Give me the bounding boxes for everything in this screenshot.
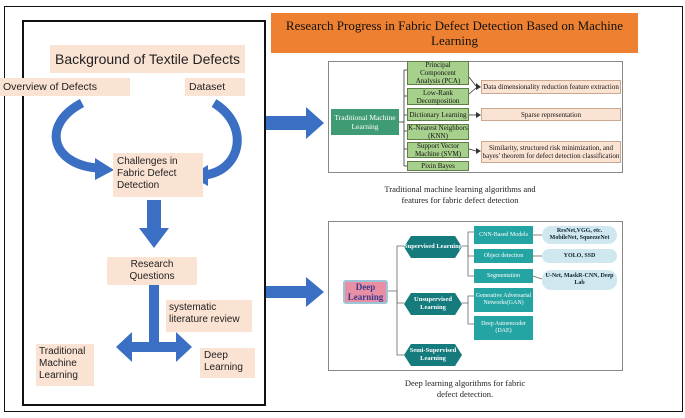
outer-frame [4, 6, 683, 412]
branch-semi-supervised-text: Semi-Supervised Learning [409, 347, 457, 362]
arrow-to-deep [266, 277, 324, 307]
slr-box: systematic literature review [166, 300, 252, 332]
deep-learning-box: Deep Learning [200, 348, 255, 378]
curved-arrow-left-head [95, 158, 114, 180]
background-header: Background of Textile Defects [50, 45, 245, 73]
split-arrow-bar [130, 342, 178, 352]
traditional-caption-text: Traditional machine learning algorithms … [384, 184, 536, 205]
method-bayes-text: Pixin Bayes [421, 162, 455, 170]
method-pca: Principal Componcent Analysis (PCA) [407, 61, 469, 85]
overview-text: Overview of Defects [3, 81, 97, 93]
overview-box: Overview of Defects [0, 78, 130, 96]
method-segmentation: Segmentation [474, 269, 533, 283]
deep-learning-text: Deep Learning [204, 350, 243, 373]
method-dae: Deep Autoencoder (DAE) [474, 316, 533, 340]
page-title: Research Progress in Fabric Defect Detec… [285, 18, 624, 48]
deep-caption-text: Deep learning algorithms for fabric defe… [404, 378, 526, 399]
method-segmentation-text: Segmentation [487, 272, 520, 279]
method-dictionary: Dictionary Learning [407, 108, 469, 121]
method-object-detection: Object detection [474, 249, 533, 263]
feature-sparse: Sparse representation [481, 108, 621, 121]
branch-supervised-text: Supervised Learning [404, 243, 462, 250]
example-detection-text: YOLO, SSD [563, 252, 596, 259]
challenges-box: Challenges in Fabric Defect Detection [113, 153, 203, 197]
traditional-root-text: Traditional Machine Learning [334, 113, 396, 131]
research-questions-text: Research Questions [129, 259, 175, 282]
deep-caption: Deep learning algorithms for fabric defe… [400, 378, 530, 400]
method-knn-text: K-Nearest Neighbors (KNN) [408, 124, 468, 140]
left-panel [22, 20, 266, 406]
split-arrow-shaft [149, 284, 159, 344]
title-banner: Research Progress in Fabric Defect Detec… [271, 13, 638, 53]
research-questions-box: Research Questions [107, 257, 197, 285]
method-dae-text: Deep Autoencoder (DAE) [481, 321, 526, 334]
split-arrow-right-head [176, 332, 192, 362]
method-svm: Support Vector Machine (SVM) [407, 142, 469, 158]
example-segmentation-text: U-Net, MaskR-CNN, Deep Lab [545, 273, 614, 286]
method-object-detection-text: Object detection [483, 252, 524, 259]
feature-dimensionality: Data dimensionality reduction feature ex… [481, 80, 621, 94]
challenges-text: Challenges in Fabric Defect Detection [117, 156, 178, 191]
feature-sparse-text: Sparse representation [520, 110, 582, 119]
method-gan-text: Generative Adversarial Networks(GAN) [475, 293, 532, 306]
curved-arrow-left [51, 99, 99, 173]
feature-dimensionality-text: Data dimensionality reduction feature ex… [483, 83, 619, 91]
split-arrow-left-head [116, 332, 132, 362]
deep-root: Deep Learning [343, 280, 388, 304]
traditional-ml-box: Traditional Machine Learning [36, 344, 94, 386]
curved-arrow-right [204, 99, 242, 180]
down-arrow-head [139, 228, 169, 248]
example-cnn: ResNet,VGG, etc. MobileNet, SqueezeNet [542, 226, 617, 244]
method-knn: K-Nearest Neighbors (KNN) [407, 124, 469, 140]
method-gan: Generative Adversarial Networks(GAN) [474, 288, 533, 312]
method-pca-text: Principal Componcent Analysis (PCA) [415, 61, 461, 85]
example-segmentation: U-Net, MaskR-CNN, Deep Lab [542, 270, 617, 290]
method-cnn: CNN-Based Models [474, 226, 533, 244]
branch-supervised: Supervised Learning [404, 236, 462, 258]
arrow-to-traditional [266, 107, 324, 139]
method-low-rank-text: Low-Rank Decomposition [416, 88, 460, 105]
deep-diagram [328, 221, 623, 371]
traditional-diagram [328, 61, 623, 173]
deep-root-text: Deep Learning [347, 282, 384, 302]
method-cnn-text: CNN-Based Models [479, 231, 528, 238]
branch-unsupervised: Unsupervised Learning [404, 293, 462, 315]
feature-classification: Similarity, structured risk minimization… [481, 141, 621, 163]
slr-text: systematic literature review [169, 302, 240, 325]
dataset-text: Dataset [189, 81, 226, 93]
traditional-root: Traditional Machine Learning [331, 109, 399, 135]
method-bayes: Pixin Bayes [407, 161, 469, 171]
example-cnn-text: ResNet,VGG, etc. MobileNet, SqueezeNet [549, 228, 610, 241]
example-detection: YOLO, SSD [542, 249, 617, 263]
traditional-ml-text: Traditional Machine Learning [39, 346, 86, 381]
feature-classification-text: Similarity, structured risk minimization… [482, 144, 620, 160]
branch-semi-supervised: Semi-Supervised Learning [404, 344, 462, 366]
method-svm-text: Support Vector Machine (SVM) [414, 142, 462, 158]
down-arrow-shaft [147, 200, 161, 228]
method-dictionary-text: Dictionary Learning [409, 110, 467, 119]
traditional-caption: Traditional machine learning algorithms … [370, 184, 550, 206]
background-header-text: Background of Textile Defects [55, 51, 240, 67]
method-low-rank: Low-Rank Decomposition [407, 88, 469, 105]
branch-unsupervised-text: Unsupervised Learning [414, 296, 452, 311]
dataset-box: Dataset [185, 78, 245, 96]
